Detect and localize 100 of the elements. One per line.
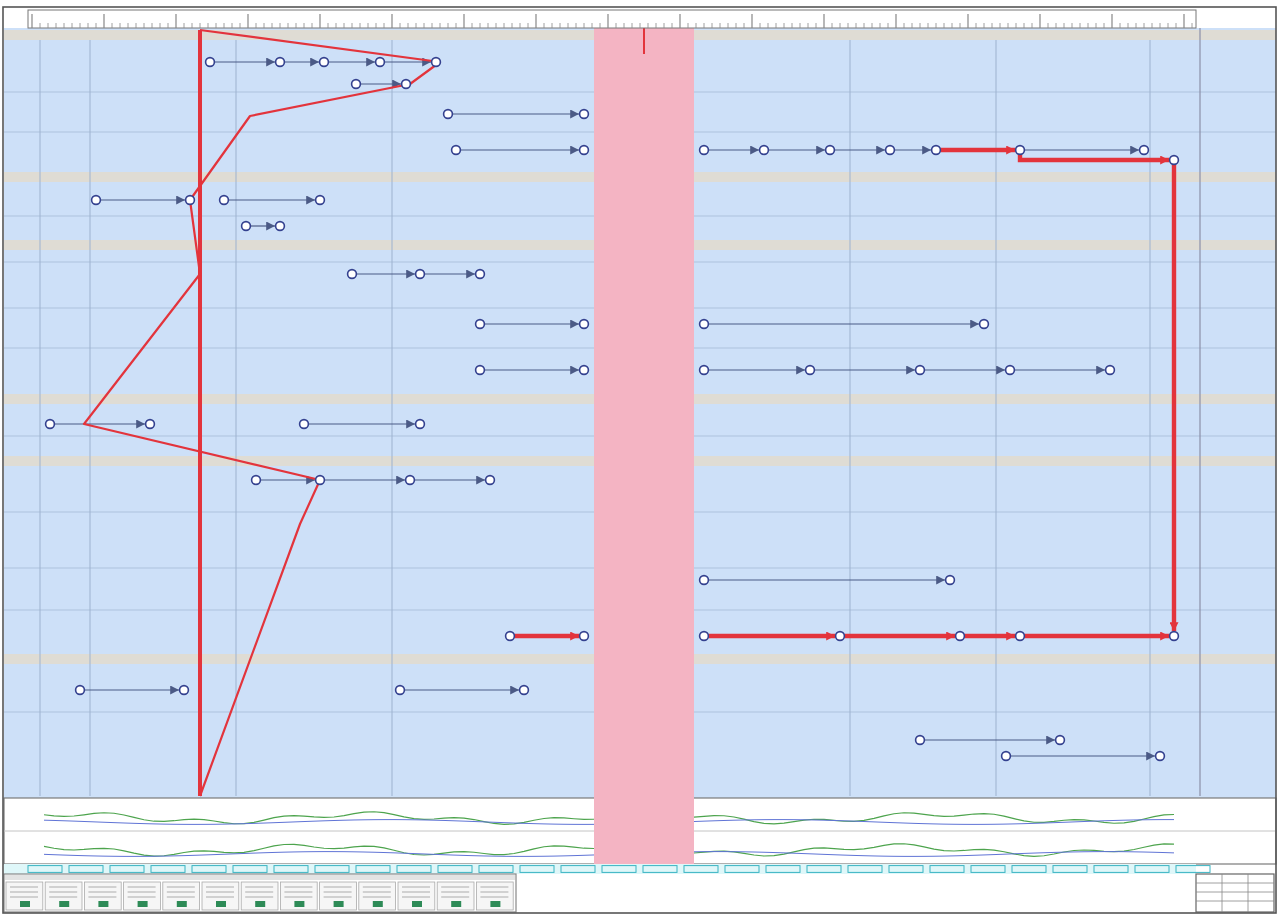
arrow bbox=[707, 575, 946, 585]
event-circle bbox=[394, 684, 406, 696]
arrow bbox=[227, 195, 316, 205]
event-circle bbox=[346, 268, 358, 280]
arrow bbox=[893, 145, 932, 155]
event-circle bbox=[578, 108, 590, 120]
arrow bbox=[451, 109, 580, 119]
event-circle bbox=[578, 144, 590, 156]
event-circle bbox=[1054, 734, 1066, 746]
arrow bbox=[283, 57, 320, 67]
event-circle bbox=[698, 318, 710, 330]
event-circle bbox=[374, 56, 386, 68]
event-circle bbox=[442, 108, 454, 120]
arrow bbox=[1023, 145, 1140, 155]
arrow bbox=[708, 631, 836, 641]
arrow bbox=[707, 319, 980, 329]
arrow bbox=[940, 145, 1016, 155]
event-circle bbox=[318, 56, 330, 68]
arrow bbox=[707, 145, 760, 155]
event-circle bbox=[884, 144, 896, 156]
arrow bbox=[964, 631, 1016, 641]
event-circle bbox=[698, 364, 710, 376]
event-circle bbox=[314, 474, 326, 486]
event-circle bbox=[274, 56, 286, 68]
event-circle bbox=[90, 194, 102, 206]
event-circle bbox=[450, 144, 462, 156]
arrow bbox=[99, 195, 186, 205]
event-circle bbox=[414, 268, 426, 280]
arrow bbox=[1024, 631, 1170, 641]
event-circle bbox=[1014, 630, 1026, 642]
event-circle bbox=[930, 144, 942, 156]
arrow bbox=[844, 631, 956, 641]
event-circle bbox=[400, 78, 412, 90]
arrow bbox=[355, 269, 416, 279]
event-circle bbox=[824, 144, 836, 156]
arrow bbox=[833, 145, 886, 155]
arrow bbox=[483, 319, 580, 329]
event-circle bbox=[698, 144, 710, 156]
arrow bbox=[359, 79, 402, 89]
event-circle bbox=[474, 318, 486, 330]
event-circle bbox=[484, 474, 496, 486]
arrow bbox=[1169, 164, 1179, 632]
event-circle bbox=[178, 684, 190, 696]
arrow bbox=[259, 475, 316, 485]
event-circle bbox=[698, 574, 710, 586]
event-circle bbox=[698, 630, 710, 642]
arrow bbox=[1017, 154, 1170, 165]
event-circle bbox=[184, 194, 196, 206]
event-circle bbox=[274, 220, 286, 232]
event-circle bbox=[578, 318, 590, 330]
event-circle bbox=[758, 144, 770, 156]
event-circle bbox=[804, 364, 816, 376]
arrow bbox=[459, 145, 580, 155]
arrow bbox=[53, 419, 146, 429]
arrow bbox=[307, 419, 416, 429]
arrow bbox=[767, 145, 826, 155]
arrow bbox=[323, 475, 406, 485]
event-circle bbox=[204, 56, 216, 68]
event-circle bbox=[404, 474, 416, 486]
event-circle bbox=[978, 318, 990, 330]
event-circle bbox=[474, 268, 486, 280]
event-circle bbox=[1138, 144, 1150, 156]
arrow bbox=[327, 57, 376, 67]
event-circle bbox=[578, 630, 590, 642]
event-circle bbox=[430, 56, 442, 68]
event-circle bbox=[1014, 144, 1026, 156]
arrow bbox=[514, 631, 580, 641]
event-circle bbox=[240, 220, 252, 232]
event-circle bbox=[474, 364, 486, 376]
event-circle bbox=[834, 630, 846, 642]
arrow bbox=[707, 365, 806, 375]
event-circle bbox=[1168, 154, 1180, 166]
event-circle bbox=[954, 630, 966, 642]
event-circle bbox=[578, 364, 590, 376]
event-circle bbox=[350, 78, 362, 90]
arrow bbox=[403, 685, 520, 695]
event-circle bbox=[914, 364, 926, 376]
event-circle bbox=[1104, 364, 1116, 376]
arrow bbox=[923, 365, 1006, 375]
event-circle bbox=[144, 418, 156, 430]
event-circle bbox=[518, 684, 530, 696]
event-circle bbox=[944, 574, 956, 586]
arrow bbox=[83, 685, 180, 695]
arrow bbox=[249, 221, 276, 231]
arrow bbox=[1009, 751, 1156, 761]
arrow bbox=[483, 365, 580, 375]
event-circle bbox=[914, 734, 926, 746]
event-circle bbox=[218, 194, 230, 206]
event-circle bbox=[44, 418, 56, 430]
event-circle bbox=[314, 194, 326, 206]
arrow bbox=[413, 475, 486, 485]
event-circle bbox=[414, 418, 426, 430]
arrow bbox=[423, 269, 476, 279]
event-circle bbox=[504, 630, 516, 642]
event-circle bbox=[1154, 750, 1166, 762]
event-circle bbox=[1004, 364, 1016, 376]
event-circle bbox=[1000, 750, 1012, 762]
arrow bbox=[1013, 365, 1106, 375]
event-circle bbox=[74, 684, 86, 696]
event-circle bbox=[250, 474, 262, 486]
